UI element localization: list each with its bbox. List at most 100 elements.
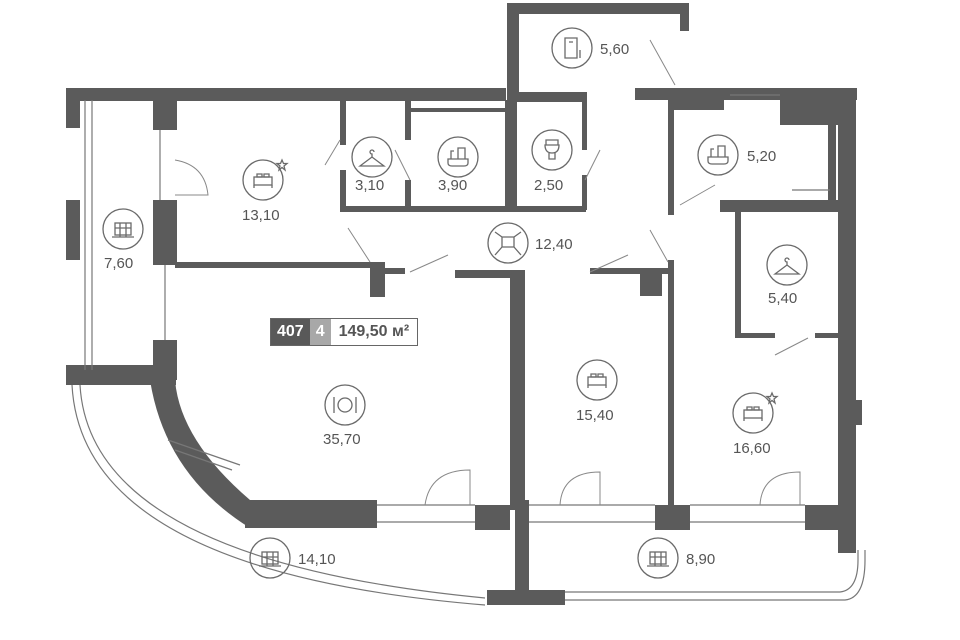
room-bathroom-1: 3,90	[437, 136, 479, 194]
room-terrace-left: 14,10	[249, 537, 336, 579]
room-area: 35,70	[323, 431, 361, 448]
icon-circle	[487, 222, 529, 264]
room-entry: 5,60	[551, 27, 629, 69]
apartment-badge: 407 4 149,50 м²	[270, 318, 419, 346]
wall-segment	[655, 505, 690, 530]
wall-segment	[370, 262, 385, 297]
wall-segment	[66, 365, 176, 385]
icon-circle	[732, 392, 774, 434]
wall-segment	[340, 100, 346, 145]
total-area: 149,50 м²	[330, 319, 418, 345]
room-area: 13,10	[242, 207, 280, 224]
icon-circle	[102, 208, 144, 250]
room-area: 3,90	[438, 177, 467, 194]
wall-segment	[340, 170, 346, 212]
wall-segment	[590, 268, 670, 274]
wall-segment	[805, 505, 840, 530]
windows-and-doors	[71, 39, 866, 606]
wall-segment	[153, 200, 177, 265]
icon-circle	[531, 129, 573, 171]
icon-circle	[351, 136, 393, 178]
wall-segment	[153, 340, 177, 380]
bed-icon	[587, 373, 607, 389]
wall-segment	[635, 88, 857, 100]
icon-circle	[324, 384, 366, 426]
wall-segment	[838, 88, 856, 553]
wall-segment	[720, 200, 840, 212]
bathtub-icon	[447, 147, 469, 167]
room-area: 2,50	[534, 177, 563, 194]
wall-segment	[510, 270, 525, 510]
wall-segment	[475, 505, 510, 530]
wall-segment	[153, 100, 177, 130]
apartment-number: 407	[271, 319, 310, 345]
room-bedroom-2: 15,40	[576, 359, 618, 424]
hanger-icon	[774, 257, 800, 275]
room-wardrobe-1: 3,10	[351, 136, 393, 194]
wall-segment	[405, 100, 411, 140]
room-balcony-left: 7,60	[102, 208, 144, 272]
wall-segment	[674, 100, 724, 110]
wall-segment	[411, 108, 506, 112]
wall-segment	[385, 268, 405, 274]
room-labels: 5,60 13,10 3,10 3,90 2,50 5,20 12,40 7,60 5,40 35…	[102, 27, 808, 579]
room-bedroom-1: 13,10	[242, 159, 287, 224]
icon-circle	[551, 27, 593, 69]
room-area: 12,40	[535, 236, 573, 253]
icon-circle	[576, 359, 618, 401]
balcony-icon	[646, 551, 670, 567]
wall-segment	[850, 400, 862, 425]
dining-icon	[333, 396, 357, 414]
room-area: 16,60	[733, 440, 771, 457]
room-bathroom-2: 5,20	[697, 134, 776, 176]
icon-circle	[242, 159, 284, 201]
icon-circle	[437, 136, 479, 178]
wall-segment	[175, 262, 370, 268]
wall-segment	[828, 125, 836, 205]
wall-segment	[487, 590, 565, 605]
wall-segment	[66, 200, 80, 260]
wall-segment	[582, 100, 587, 150]
wall-segment	[735, 212, 741, 337]
icon-circle	[697, 134, 739, 176]
room-toilet: 2,50	[531, 129, 573, 194]
icon-circle	[249, 537, 291, 579]
room-area: 15,40	[576, 407, 614, 424]
room-wardrobe-2: 5,40	[766, 244, 808, 307]
room-area: 8,90	[686, 551, 715, 568]
room-hall: 12,40	[487, 222, 573, 264]
room-bedroom-3: 16,60	[732, 392, 777, 457]
balcony-icon	[111, 222, 135, 238]
wall-segment	[668, 100, 674, 215]
room-area: 14,10	[298, 551, 336, 568]
wall-segment	[66, 88, 506, 101]
wall-segment	[405, 180, 411, 210]
wall-segment	[505, 100, 517, 210]
room-terrace-right: 8,90	[637, 537, 715, 579]
icon-circle	[637, 537, 679, 579]
wall-segment	[668, 260, 674, 510]
wall-segment	[517, 92, 587, 102]
hanger-icon	[359, 149, 385, 167]
wall-segment	[815, 333, 840, 338]
wall-segment	[507, 3, 519, 101]
wall-segment	[66, 88, 80, 128]
wall-segment	[455, 270, 525, 278]
room-count: 4	[309, 319, 331, 345]
wall-segment	[515, 500, 529, 605]
bathtub-icon	[707, 145, 729, 165]
door-icon	[564, 37, 581, 59]
wall-segment	[640, 268, 662, 296]
hall-icon	[494, 231, 522, 256]
room-living-kitchen: 35,70	[323, 384, 366, 448]
wall-segment	[735, 333, 775, 338]
wall-segment	[340, 206, 586, 212]
wall-segment	[680, 3, 689, 31]
wall-segment	[245, 500, 377, 528]
wall-segment	[507, 3, 687, 14]
room-area: 5,40	[768, 290, 797, 307]
walls	[66, 3, 862, 605]
icon-circle	[766, 244, 808, 286]
wall-segment	[780, 100, 840, 125]
